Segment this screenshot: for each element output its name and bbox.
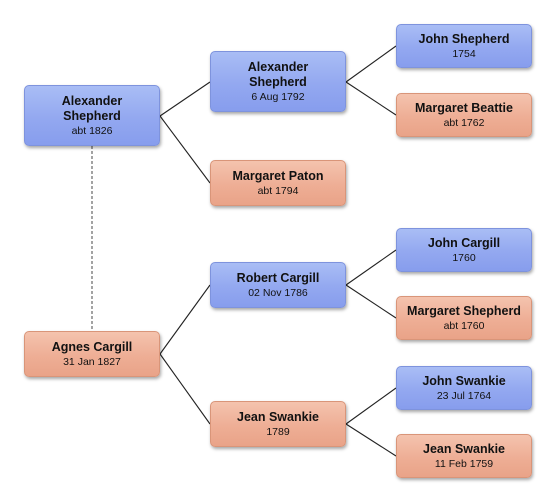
person-box-p2[interactable]: Agnes Cargill 31 Jan 1827 <box>24 331 160 377</box>
person-name: Alexander Shepherd <box>247 59 309 89</box>
person-box-p11[interactable]: John Swankie 23 Jul 1764 <box>396 366 532 410</box>
person-name: Robert Cargill <box>236 270 320 285</box>
parent-line <box>345 423 397 457</box>
person-name: Alexander Shepherd <box>61 93 123 123</box>
parent-line <box>159 81 211 117</box>
person-date: 31 Jan 1827 <box>63 355 121 368</box>
person-box-p10[interactable]: Margaret Shepherd abt 1760 <box>396 296 532 340</box>
parent-line <box>345 45 397 83</box>
parent-line <box>345 284 397 319</box>
person-box-p7[interactable]: John Shepherd 1754 <box>396 24 532 68</box>
parent-line <box>159 115 211 184</box>
person-name: John Cargill <box>427 235 501 250</box>
parent-line <box>345 387 397 425</box>
person-date: 11 Feb 1759 <box>434 457 494 470</box>
person-name: Margaret Shepherd <box>407 303 521 318</box>
person-box-p3[interactable]: Alexander Shepherd 6 Aug 1792 <box>210 51 346 112</box>
person-date: 1760 <box>452 251 476 264</box>
person-date: abt 1762 <box>443 116 485 129</box>
person-box-p1[interactable]: Alexander Shepherd abt 1826 <box>24 85 160 146</box>
person-date: 02 Nov 1786 <box>248 286 308 299</box>
person-date: 1789 <box>266 425 290 438</box>
person-date: abt 1794 <box>257 184 299 197</box>
person-box-p12[interactable]: Jean Swankie 11 Feb 1759 <box>396 434 532 478</box>
person-date: 6 Aug 1792 <box>251 90 305 103</box>
person-date: 23 Jul 1764 <box>436 389 492 402</box>
person-name: Jean Swankie <box>423 441 505 456</box>
person-box-p8[interactable]: Margaret Beattie abt 1762 <box>396 93 532 137</box>
person-name: Margaret Paton <box>232 168 324 183</box>
parent-line <box>159 353 211 425</box>
person-date: 1754 <box>452 47 476 60</box>
person-date: abt 1760 <box>443 319 485 332</box>
person-name: John Shepherd <box>418 31 510 46</box>
person-box-p9[interactable]: John Cargill 1760 <box>396 228 532 272</box>
person-date: abt 1826 <box>71 124 113 137</box>
parent-line <box>345 249 397 286</box>
person-box-p5[interactable]: Robert Cargill 02 Nov 1786 <box>210 262 346 308</box>
person-name: Margaret Beattie <box>415 100 513 115</box>
person-name: Agnes Cargill <box>51 339 133 354</box>
parent-line <box>345 81 397 116</box>
person-name: Jean Swankie <box>237 409 319 424</box>
person-box-p4[interactable]: Margaret Paton abt 1794 <box>210 160 346 206</box>
parent-line <box>159 284 211 355</box>
person-box-p6[interactable]: Jean Swankie 1789 <box>210 401 346 447</box>
person-name: John Swankie <box>422 373 506 388</box>
